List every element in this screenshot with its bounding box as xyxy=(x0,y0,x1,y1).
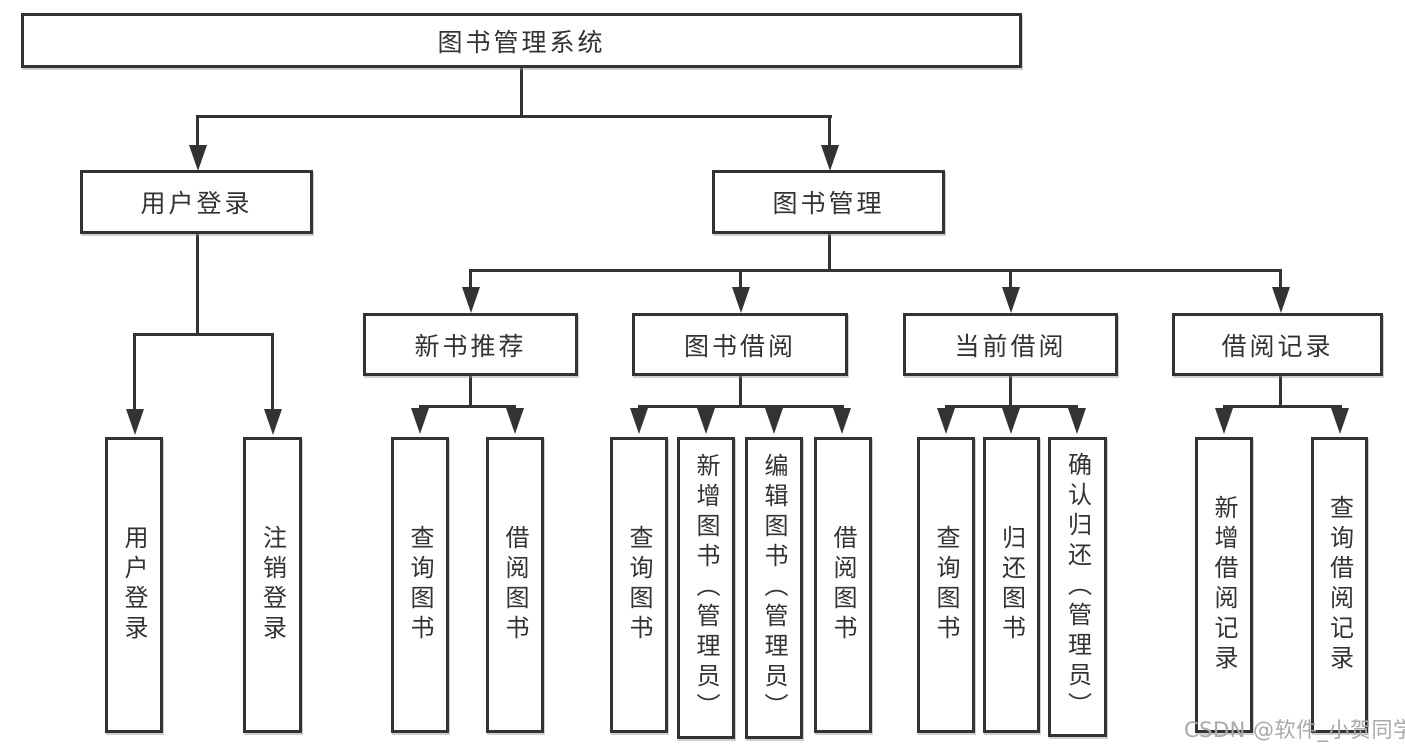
leaf-nb-query-books: 查询图书 xyxy=(391,437,449,733)
arrow-down-icon xyxy=(1215,408,1233,434)
arrow-down-icon xyxy=(411,408,429,434)
connector-line-v xyxy=(1009,374,1012,407)
leaf-nb-borrow-books: 借阅图书 xyxy=(486,437,544,733)
leaf-br-query-borrow-record: 查询借阅记录 xyxy=(1311,437,1368,733)
connector-line-v xyxy=(1009,269,1012,289)
connector-line-v xyxy=(133,333,136,410)
connector-line-h xyxy=(469,269,1282,272)
connector-line-v xyxy=(739,269,742,289)
node-new-book-recommendation: 新书推荐 xyxy=(363,313,578,376)
connector-line-v xyxy=(1279,269,1282,289)
arrow-down-icon xyxy=(1002,287,1020,313)
leaf-bb-query-books: 查询图书 xyxy=(610,437,668,733)
leaf-user-login: 用户登录 xyxy=(105,437,163,733)
connector-line-v xyxy=(1279,374,1282,407)
node-borrowing-records: 借阅记录 xyxy=(1172,313,1383,376)
node-user-login: 用户登录 xyxy=(80,170,313,234)
connector-line-v xyxy=(520,66,523,117)
arrow-down-icon xyxy=(821,145,839,171)
leaf-bb-add-book-admin: 新增图书（管理员） xyxy=(677,437,735,739)
node-book-borrowing: 图书借阅 xyxy=(632,313,848,376)
arrow-down-icon xyxy=(506,408,524,434)
leaf-bb-borrow-books: 借阅图书 xyxy=(814,437,872,733)
connector-line-v xyxy=(828,231,831,271)
leaf-bb-edit-book-admin: 编辑图书（管理员） xyxy=(745,437,803,739)
arrow-down-icon xyxy=(630,408,648,434)
arrow-down-icon xyxy=(732,287,750,313)
arrow-down-icon xyxy=(264,409,282,435)
node-system-root: 图书管理系统 xyxy=(21,13,1022,68)
connector-line-v xyxy=(196,115,199,147)
arrow-down-icon xyxy=(126,409,144,435)
connector-line-v xyxy=(469,374,472,407)
arrow-down-icon xyxy=(937,408,955,434)
arrow-down-icon xyxy=(697,408,715,434)
leaf-logout-login: 注销登录 xyxy=(243,437,302,733)
connector-line-v xyxy=(271,333,274,410)
arrow-down-icon xyxy=(189,145,207,171)
connector-line-h xyxy=(419,405,516,408)
arrow-down-icon xyxy=(1272,287,1290,313)
leaf-cb-confirm-return-admin: 确认归还（管理员） xyxy=(1048,437,1107,737)
arrow-down-icon xyxy=(1002,408,1020,434)
node-book-management: 图书管理 xyxy=(712,170,945,234)
connector-line-h xyxy=(945,405,1078,408)
arrow-down-icon xyxy=(1068,408,1086,434)
leaf-br-add-borrow-record: 新增借阅记录 xyxy=(1195,437,1253,733)
watermark: CSDN @软件_小贺同学 xyxy=(1184,718,1405,742)
connector-line-h xyxy=(133,333,274,336)
connector-line-h xyxy=(196,115,832,118)
leaf-cb-return-books: 归还图书 xyxy=(983,437,1040,733)
connector-line-v xyxy=(469,269,472,289)
connector-line-h xyxy=(638,405,844,408)
connector-line-v xyxy=(828,115,831,147)
node-current-borrowing: 当前借阅 xyxy=(903,313,1118,376)
leaf-cb-query-books: 查询图书 xyxy=(917,437,975,733)
arrow-down-icon xyxy=(833,408,851,434)
connector-line-h xyxy=(1223,405,1342,408)
arrow-down-icon xyxy=(462,287,480,313)
arrow-down-icon xyxy=(1331,408,1349,434)
arrow-down-icon xyxy=(765,408,783,434)
connector-line-v xyxy=(739,374,742,407)
connector-line-v xyxy=(196,231,199,335)
